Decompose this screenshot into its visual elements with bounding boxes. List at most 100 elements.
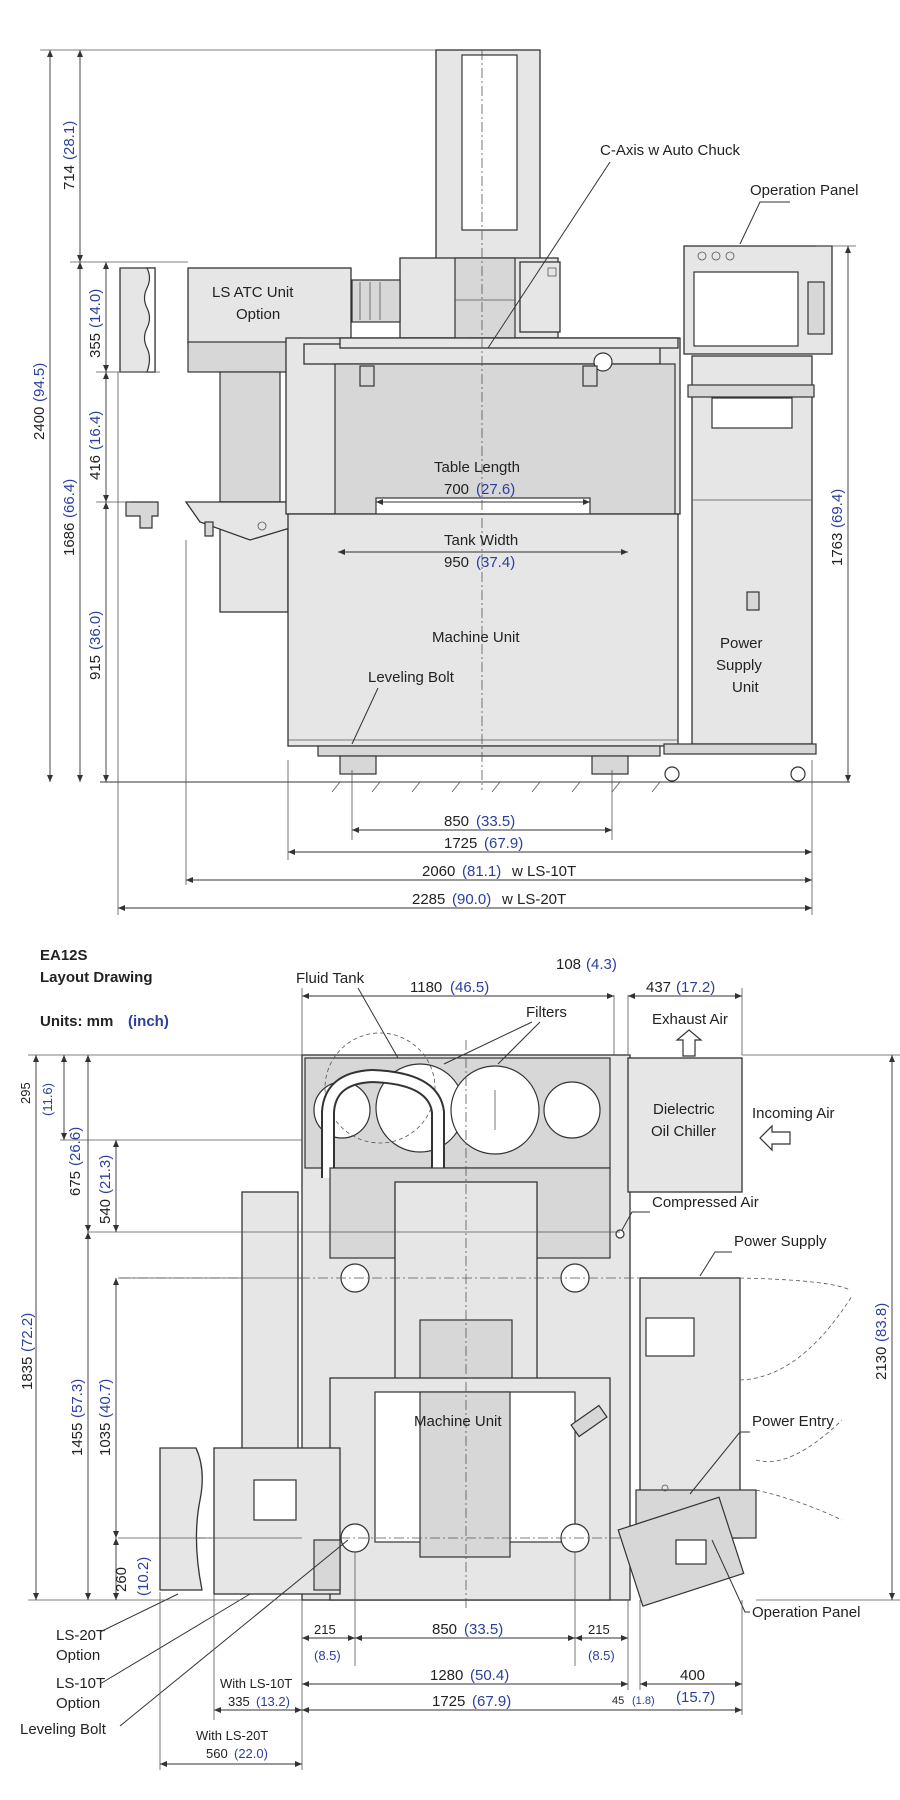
power-entry-leader xyxy=(689,1431,750,1495)
layout-title-2: Layout Drawing xyxy=(40,969,153,986)
dim-295: 295 xyxy=(18,1082,33,1104)
svg-text:(10.2): (10.2) xyxy=(135,1557,152,1596)
with-ls10t-label: With LS-10T xyxy=(220,1676,292,1691)
layout-ls-units xyxy=(159,1191,341,1595)
incoming-air-arrow xyxy=(759,1124,791,1152)
svg-text:(94.5): (94.5) xyxy=(31,363,48,402)
layout-top-dims xyxy=(301,988,743,1055)
ls-atc-unit xyxy=(119,267,401,613)
filters-leader-2 xyxy=(497,1021,541,1065)
dim-1835: 1835 (72.2) xyxy=(19,1313,36,1390)
dim-400-mm: 400 xyxy=(680,1667,705,1684)
leveling-bolt-label: Leveling Bolt xyxy=(368,669,455,686)
dim-108-in: (4.3) xyxy=(586,956,617,973)
svg-text:(69.4): (69.4) xyxy=(829,489,846,528)
dim-215b-in: (8.5) xyxy=(588,1648,615,1663)
psu-label-3: Unit xyxy=(732,679,760,696)
power-supply-cabinet xyxy=(663,245,833,782)
units-inch: (inch) xyxy=(128,1013,169,1030)
dim-108-mm: 108 xyxy=(556,956,581,973)
compressed-air-leader xyxy=(621,1211,650,1231)
dim-2285-in: (90.0) xyxy=(452,891,491,908)
dim-2400: 2400 (94.5) xyxy=(31,363,48,440)
fluid-tank-leader xyxy=(357,987,399,1059)
dim-1035: 1035 (40.7) xyxy=(97,1379,114,1456)
op-panel-layout-label: Operation Panel xyxy=(752,1604,860,1621)
dim-260: 260 xyxy=(113,1567,130,1592)
ground-hatch xyxy=(331,781,661,793)
dim-1280-mm: 1280 xyxy=(430,1667,463,1684)
leveling-bolt-layout-leader xyxy=(119,1539,349,1727)
dim-1686: 1686 (66.4) xyxy=(61,479,78,556)
svg-text:(57.3): (57.3) xyxy=(69,1379,86,1418)
dim-260-in: (10.2) xyxy=(135,1557,152,1596)
svg-text:1835: 1835 xyxy=(19,1357,36,1390)
svg-text:355: 355 xyxy=(87,333,104,358)
dim-850-in: (33.5) xyxy=(476,813,515,830)
dim-850-layout-in: (33.5) xyxy=(464,1621,503,1638)
svg-text:(72.2): (72.2) xyxy=(19,1313,36,1352)
dim-355: 355 (14.0) xyxy=(87,289,104,358)
dim-295-in: (11.6) xyxy=(40,1083,55,1116)
power-entry-label: Power Entry xyxy=(752,1413,834,1430)
units-label: Units: mm xyxy=(40,1013,113,1030)
power-supply-leader xyxy=(699,1251,732,1277)
svg-text:1686: 1686 xyxy=(61,523,78,556)
c-axis-label: C-Axis w Auto Chuck xyxy=(600,142,741,159)
dim-437-mm: 437 xyxy=(646,979,671,996)
fluid-tank-label: Fluid Tank xyxy=(296,970,365,987)
dim-1280-in: (50.4) xyxy=(470,1667,509,1684)
psu-label-1: Power xyxy=(720,635,763,652)
dim-1455: 1455 (57.3) xyxy=(69,1379,86,1456)
svg-text:260: 260 xyxy=(113,1567,130,1592)
dim-1725-mm: 1725 xyxy=(444,835,477,852)
machine-unit-layout-label: Machine Unit xyxy=(414,1413,502,1430)
dim-714: 714 (28.1) xyxy=(61,121,78,190)
layout-view: EA12S Layout Drawing Units: mm (inch) xyxy=(18,947,900,1770)
dim-2285-mm: 2285 xyxy=(412,891,445,908)
machine-unit-label: Machine Unit xyxy=(432,629,520,646)
ls10t-label-1: LS-10T xyxy=(56,1675,105,1692)
table-length-in: (27.6) xyxy=(476,481,515,498)
filters-leader-1 xyxy=(443,1021,533,1065)
svg-text:(14.0): (14.0) xyxy=(87,289,104,328)
svg-text:1455: 1455 xyxy=(69,1423,86,1456)
dim-560-mm: 560 xyxy=(206,1746,228,1761)
dim-675: 675 (26.6) xyxy=(67,1127,84,1196)
dim-437-in: (17.2) xyxy=(676,979,715,996)
dim-400-in: (15.7) xyxy=(676,1689,715,1706)
dim-850-mm: 850 xyxy=(444,813,469,830)
layout-title-1: EA12S xyxy=(40,947,88,964)
svg-text:295: 295 xyxy=(18,1082,33,1104)
op-panel-layout-leader xyxy=(711,1539,750,1613)
incoming-air-label: Incoming Air xyxy=(752,1105,835,1122)
svg-text:675: 675 xyxy=(67,1171,84,1196)
exhaust-arrow xyxy=(675,1029,703,1057)
layout-machine xyxy=(120,1032,640,1610)
table-length-mm: 700 xyxy=(444,481,469,498)
svg-text:(28.1): (28.1) xyxy=(61,121,78,160)
leveling-bolt-leader xyxy=(351,687,379,745)
table-length-label: Table Length xyxy=(434,459,520,476)
dim-335-in: (13.2) xyxy=(256,1694,290,1709)
svg-text:1035: 1035 xyxy=(97,1423,114,1456)
dim-1763: 1763 (69.4) xyxy=(829,489,846,566)
psu-label-2: Supply xyxy=(716,657,762,674)
compressed-air-label: Compressed Air xyxy=(652,1194,759,1211)
filters-label: Filters xyxy=(526,1004,567,1021)
dim-215b-mm: 215 xyxy=(588,1622,610,1637)
ls20t-label-2: Option xyxy=(56,1647,100,1664)
operation-panel-leader xyxy=(739,201,790,245)
svg-text:540: 540 xyxy=(97,1199,114,1224)
svg-text:(40.7): (40.7) xyxy=(97,1379,114,1418)
dim-45-in: (1.8) xyxy=(632,1695,655,1707)
ls20t-label-1: LS-20T xyxy=(56,1627,105,1644)
power-supply-label: Power Supply xyxy=(734,1233,827,1250)
chiller-label-1: Dielectric xyxy=(653,1101,715,1118)
c-axis-leader xyxy=(487,161,611,349)
tank-width-in: (37.4) xyxy=(476,554,515,571)
svg-text:2400: 2400 xyxy=(31,407,48,440)
dim-915: 915 (36.0) xyxy=(87,611,104,680)
leveling-bolt-layout-label: Leveling Bolt xyxy=(20,1721,107,1738)
ls10t-label-2: Option xyxy=(56,1695,100,1712)
